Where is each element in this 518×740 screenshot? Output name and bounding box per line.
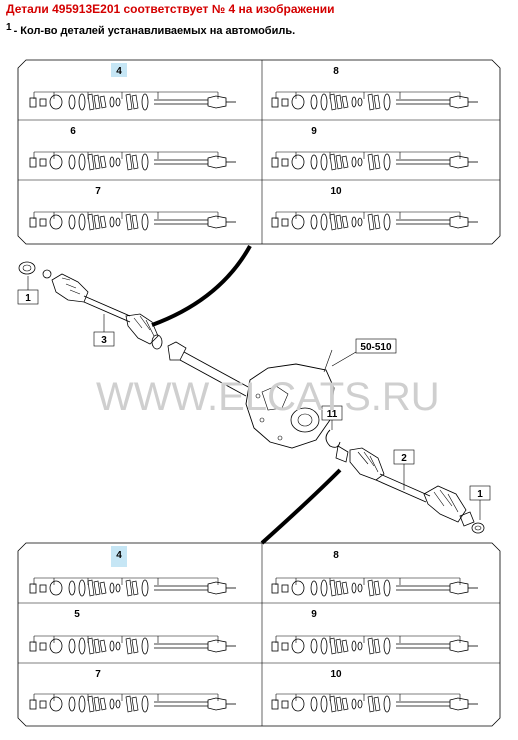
kit-label-7[interactable]: 7 <box>95 669 101 680</box>
kit-label-8[interactable]: 8 <box>333 66 339 77</box>
legend-marker: 1 <box>6 22 12 33</box>
kit-label-6[interactable]: 6 <box>70 126 76 137</box>
differential-housing-icon <box>245 363 335 449</box>
kit-label-9[interactable]: 9 <box>311 126 317 137</box>
kit-label-7[interactable]: 7 <box>95 186 101 197</box>
kit-label-4[interactable]: 4 <box>116 66 122 77</box>
kit-label-5[interactable]: 5 <box>74 609 80 620</box>
kit-label-9[interactable]: 9 <box>311 609 317 620</box>
page-title: Детали 495913E201 соответствует № 4 на и… <box>6 2 335 16</box>
callout-2[interactable]: 2 <box>401 453 407 464</box>
kit-label-4[interactable]: 4 <box>116 550 122 561</box>
callout-11[interactable]: 11 <box>327 409 338 420</box>
kit-label-8[interactable]: 8 <box>333 550 339 561</box>
bottom-kit-block: 4 8 5 9 7 10 <box>17 542 501 727</box>
callout-3[interactable]: 3 <box>101 335 107 346</box>
kit-label-10[interactable]: 10 <box>330 186 342 197</box>
circlip-icon <box>325 429 341 448</box>
watermark: WWW.ELCATS.RU <box>96 375 440 419</box>
legend-text: - Кол-во деталей устанавливаемых на авто… <box>13 25 296 37</box>
top-kit-block: 4 8 6 9 7 10 <box>17 59 501 245</box>
outer-boot-icon <box>51 273 89 303</box>
highlight-box <box>111 63 127 77</box>
callout-50-510[interactable]: 50-510 <box>360 342 392 353</box>
callout-1-left[interactable]: 1 <box>25 293 31 304</box>
highlight-box <box>111 546 127 567</box>
quantity-legend: 1- Кол-во деталей устанавливаемых на авт… <box>6 22 295 37</box>
callout-1-right[interactable]: 1 <box>477 489 483 500</box>
nut-icon <box>18 261 36 275</box>
nut-icon <box>471 522 485 534</box>
kit-label-10[interactable]: 10 <box>330 669 342 680</box>
main-assembly: 1 3 50-510 11 2 1 <box>17 245 491 545</box>
